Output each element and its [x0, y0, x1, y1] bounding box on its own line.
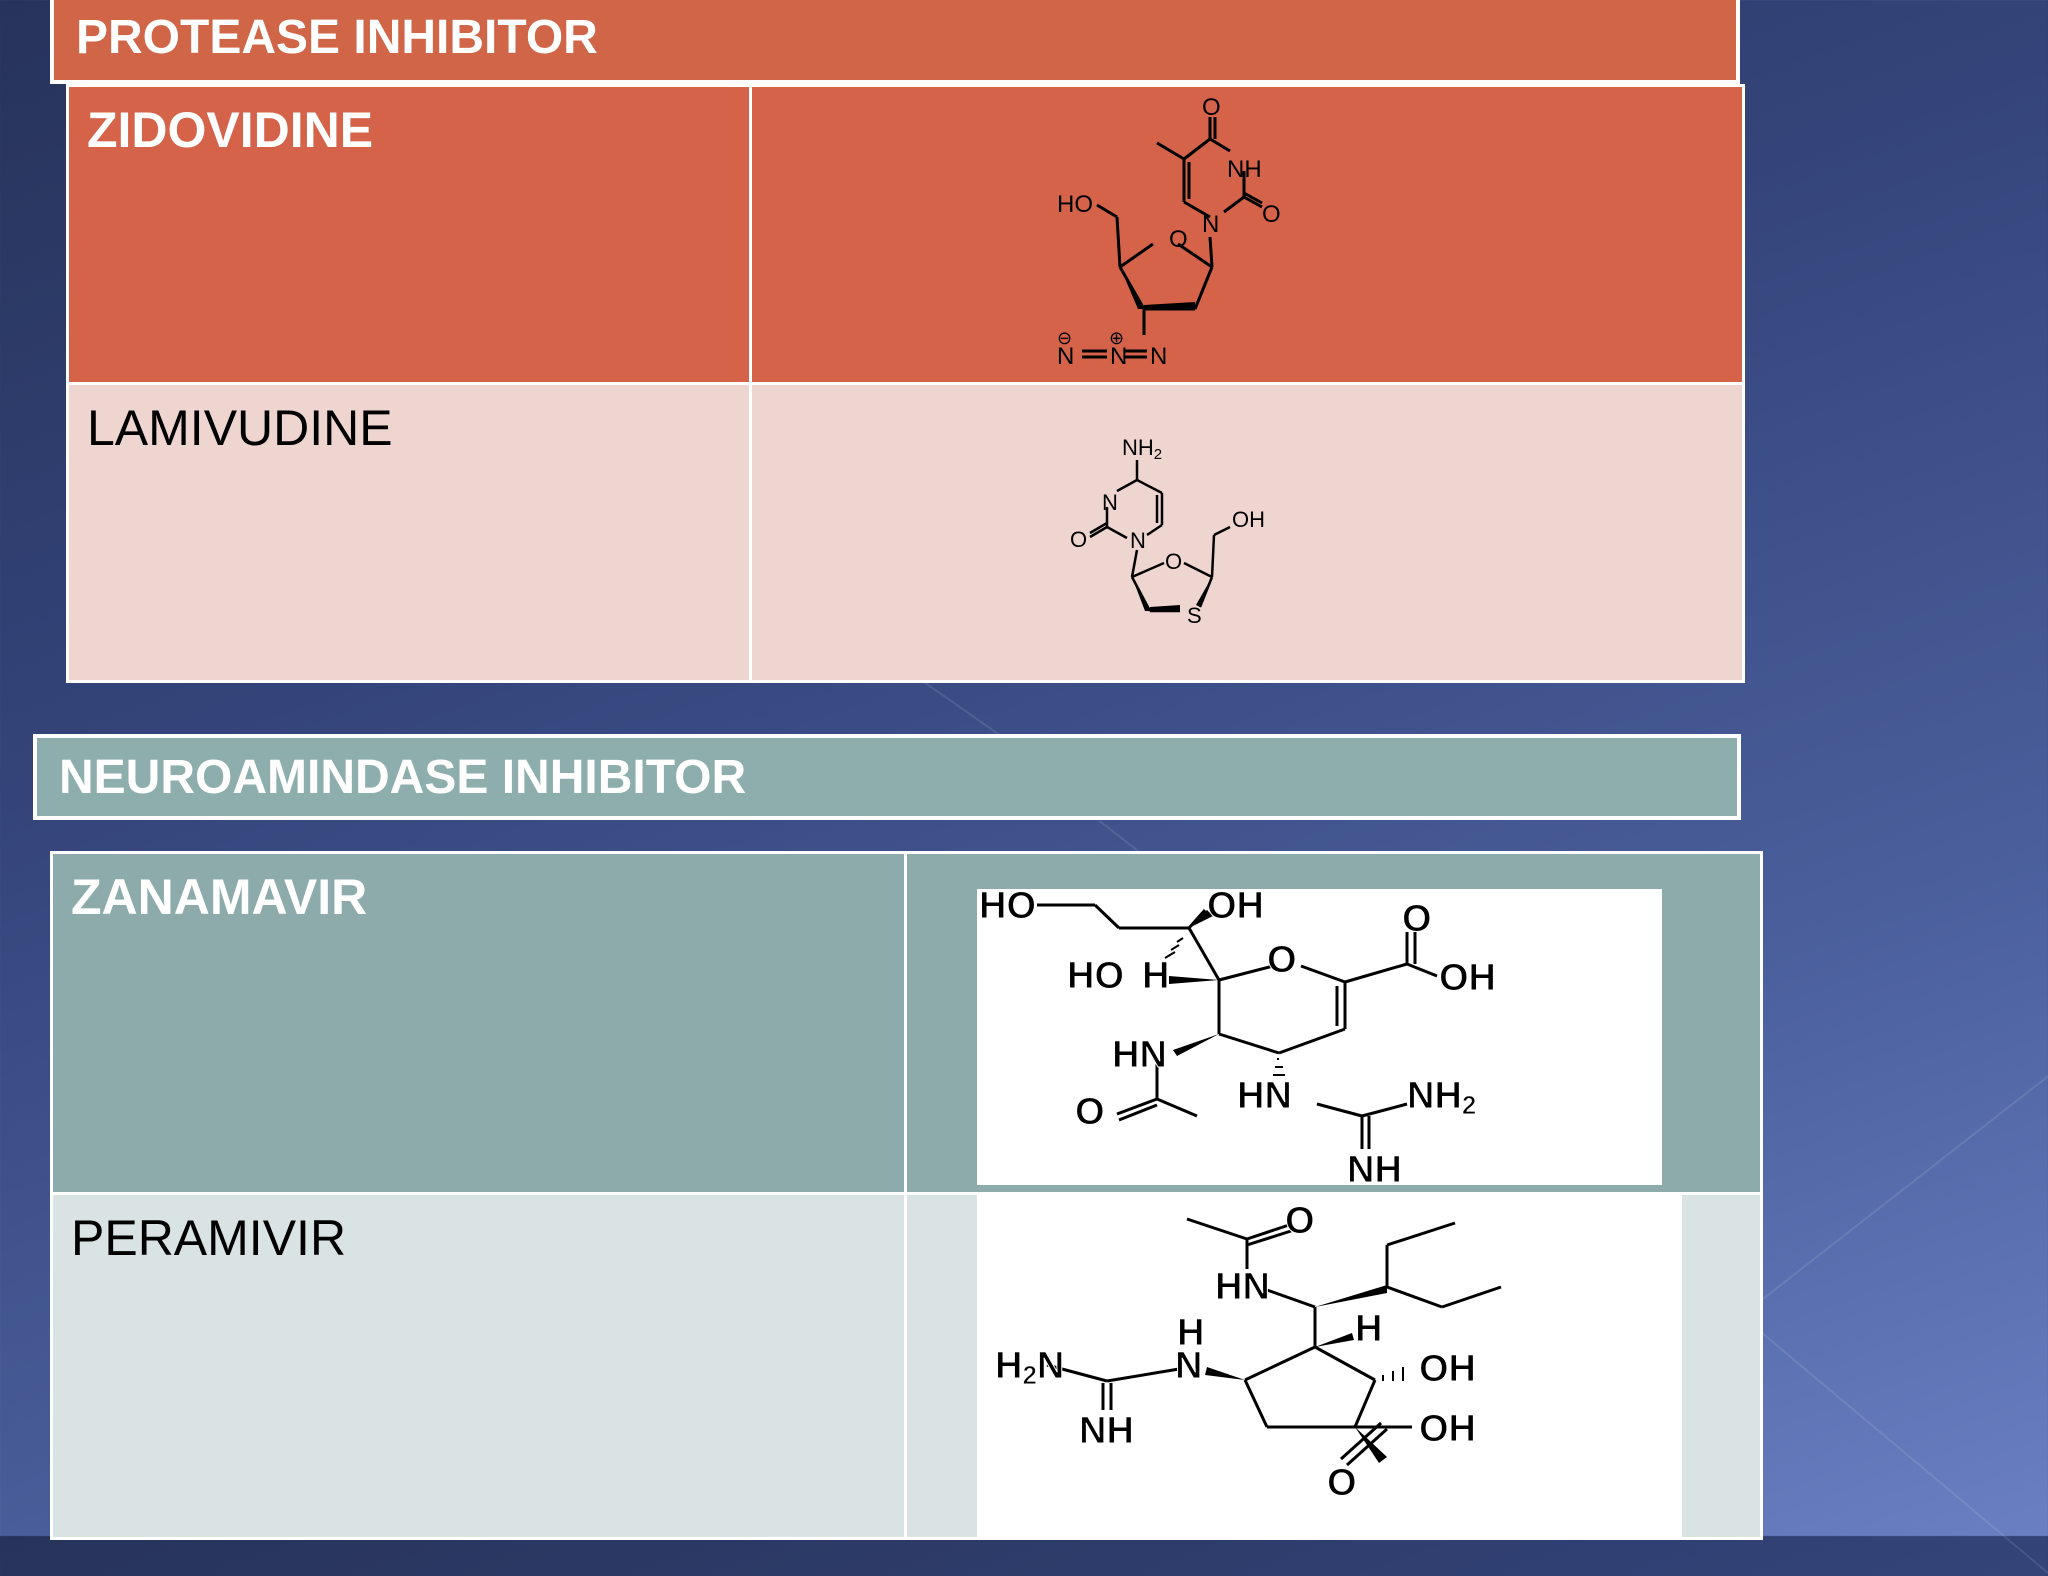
svg-text:O: O — [1202, 94, 1221, 121]
svg-text:O: O — [1402, 898, 1432, 940]
structure-cell: HO O N NH O O N N N ⊖ ⊕ — [749, 84, 1745, 385]
svg-text:NH: NH — [1347, 1149, 1402, 1191]
svg-text:HN: HN — [1215, 1266, 1270, 1308]
svg-text:NH: NH — [1227, 156, 1262, 183]
svg-text:N: N — [1102, 490, 1118, 515]
drug-name-cell: LAMIVUDINE — [66, 382, 752, 683]
zidovidine-structure-image: HO O N NH O O N N N ⊖ ⊕ — [1057, 94, 1281, 370]
table-row-zanamavir: ZANAMAVIR — [50, 851, 1763, 1195]
svg-text:OH: OH — [1419, 1348, 1476, 1390]
svg-text:HO: HO — [979, 885, 1036, 927]
neuroamindase-inhibitor-table: ZANAMAVIR — [50, 851, 1763, 1540]
zanamavir-structure-image: HO OH HO H O O OH HN O HN NH2 NH — [977, 885, 1662, 1192]
svg-text:N: N — [1110, 343, 1127, 370]
svg-text:O: O — [1070, 527, 1087, 552]
svg-text:H: H — [1355, 1308, 1382, 1350]
background-line — [1758, 1330, 2048, 1576]
svg-text:⊕: ⊕ — [1109, 328, 1124, 348]
svg-text:HO: HO — [1067, 955, 1124, 997]
svg-text:OH: OH — [1439, 957, 1496, 999]
svg-text:O: O — [1075, 1091, 1105, 1133]
drug-name-zidovidine: ZIDOVIDINE — [87, 102, 374, 158]
svg-text:O: O — [1267, 939, 1297, 981]
svg-text:O: O — [1285, 1200, 1315, 1242]
svg-text:N: N — [1130, 528, 1146, 553]
drug-name-zanamavir: ZANAMAVIR — [71, 869, 368, 925]
protease-inhibitor-table: ZIDOVIDINE — [66, 84, 1745, 683]
svg-text:N: N — [1150, 343, 1167, 370]
table-row-peramivir: PERAMIVIR — [50, 1192, 1763, 1540]
svg-text:HN: HN — [1237, 1075, 1292, 1117]
svg-text:NH2: NH2 — [1122, 435, 1162, 463]
svg-text:HN: HN — [1112, 1034, 1167, 1076]
svg-text:H: H — [1142, 955, 1169, 997]
svg-text:N: N — [1202, 211, 1219, 238]
svg-text:N: N — [1057, 343, 1074, 370]
svg-text:O: O — [1169, 226, 1188, 253]
structure-cell: O HN H N H OH H2N NH OH O — [904, 1192, 1763, 1540]
structure-cell: NH2 N N O O S OH — [749, 382, 1745, 683]
svg-text:S: S — [1187, 603, 1202, 628]
table-row-lamivudine: LAMIVUDINE — [66, 382, 1745, 683]
table-row-zidovidine: ZIDOVIDINE — [66, 84, 1745, 385]
svg-text:O: O — [1327, 1462, 1357, 1504]
svg-text:O: O — [1262, 201, 1281, 228]
peramivir-structure-image: O HN H N H OH H2N NH OH O — [977, 1195, 1682, 1540]
svg-text:OH: OH — [1207, 885, 1264, 927]
drug-name-peramivir: PERAMIVIR — [71, 1210, 347, 1266]
svg-text:OH: OH — [1419, 1408, 1476, 1450]
svg-text:⊖: ⊖ — [1057, 328, 1072, 348]
structure-cell: HO OH HO H O O OH HN O HN NH2 NH — [904, 851, 1763, 1195]
drug-name-cell: ZANAMAVIR — [50, 851, 907, 1195]
lamivudine-structure-image: NH2 N N O O S OH — [1070, 435, 1265, 628]
section-header-neuroamindase-inhibitor: NEUROAMINDASE INHIBITOR — [33, 734, 1741, 820]
svg-text:NH: NH — [1079, 1410, 1134, 1452]
svg-text:O: O — [1165, 549, 1182, 574]
background-line — [1760, 1066, 2048, 1302]
svg-text:N: N — [1175, 1345, 1202, 1387]
svg-text:OH: OH — [1232, 507, 1265, 532]
drug-name-cell: ZIDOVIDINE — [66, 84, 752, 385]
drug-name-cell: PERAMIVIR — [50, 1192, 907, 1540]
drug-name-lamivudine: LAMIVUDINE — [87, 400, 393, 456]
section-header-protease-inhibitor: PROTEASE INHIBITOR — [50, 0, 1740, 84]
svg-text:H: H — [1177, 1312, 1204, 1354]
svg-text:HO: HO — [1057, 191, 1093, 218]
